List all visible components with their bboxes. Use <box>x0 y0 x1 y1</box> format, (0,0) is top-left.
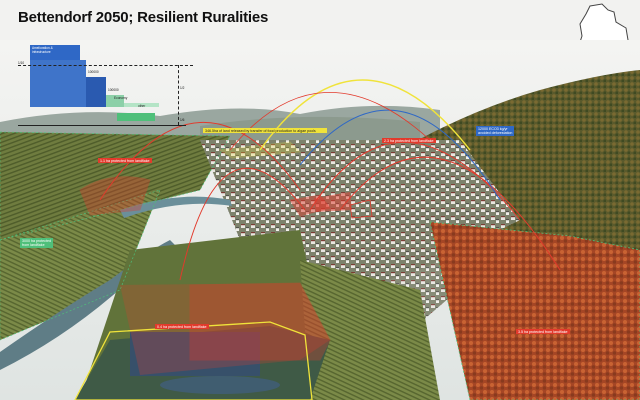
annotation-red-right: 3.5 ha protected from landflake <box>516 329 570 335</box>
annotation-red-left: 1.1 ha protected from landflake <box>98 158 152 164</box>
stack-label-1: Amelioration & <box>32 46 53 50</box>
stack-right-tick: 1/2 <box>180 86 185 90</box>
annotation-blue-line-2: avoided deforestation <box>478 131 513 135</box>
stack-low-label: Economy <box>114 96 128 100</box>
stack-mid-tick: 100000 <box>88 70 99 74</box>
annotation-blue-right: 12000 ECO3 kg/yr avoided deforestation <box>476 126 515 136</box>
stack-sub-tick: 100000 <box>108 88 119 92</box>
annotation-red-bottom-left: 0.4 ha protected from landflake <box>155 324 209 330</box>
annotation-blue-line-1: 12000 ECO3 kg/yr <box>478 126 508 131</box>
annotation-red-center: 2.3 ha protected from landflake <box>382 138 436 144</box>
stack-low-label-2: other <box>138 104 146 108</box>
stack-label-2: infrastructure <box>32 50 51 54</box>
annotation-green-line-2: from landflake <box>22 242 45 247</box>
annotation-yellow-center: 346.5ha of land released by transfer of … <box>203 128 327 134</box>
annotation-green-line-1: 3000 ha protected <box>22 238 51 243</box>
stack-bottom-tick: 1/6 <box>180 118 185 122</box>
landscape-render: Amelioration & infrastructure 1/10 10000… <box>0 40 640 400</box>
page-title: Bettendorf 2050; Resilient Ruralities <box>18 9 269 26</box>
annotation-green-left: 3000 ha protected from landflake <box>20 238 53 248</box>
stack-left-tick: 1/10 <box>18 61 25 65</box>
stacked-diagram: Amelioration & infrastructure 1/10 10000… <box>18 45 193 126</box>
